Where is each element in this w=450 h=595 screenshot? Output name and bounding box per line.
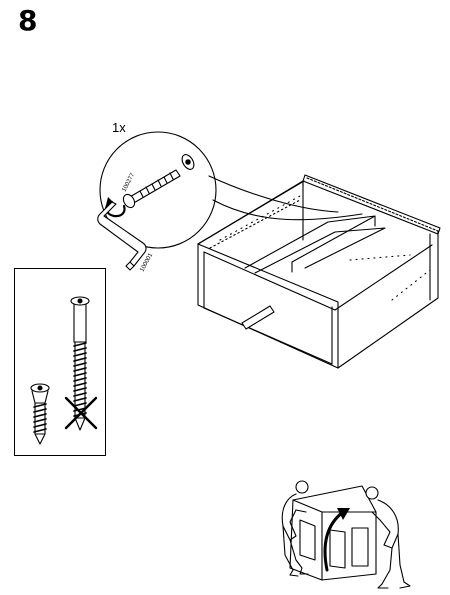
detail-callout: 1x 100277 [99, 120, 217, 249]
not-allowed-cross-icon [64, 396, 98, 430]
short-screw-icon [30, 383, 50, 445]
step-number: 8 [18, 4, 38, 37]
screw-comparison [30, 296, 98, 445]
cam-screw-icon [122, 154, 195, 209]
rotate-arrow-icon [105, 200, 126, 218]
quantity-label: 1x [112, 120, 126, 135]
two-person-lift-illustration [281, 480, 411, 589]
long-screw-icon [70, 296, 90, 431]
frame-unit [197, 174, 441, 369]
allen-key-icon [97, 201, 147, 271]
screw-comparison-box [14, 268, 106, 456]
